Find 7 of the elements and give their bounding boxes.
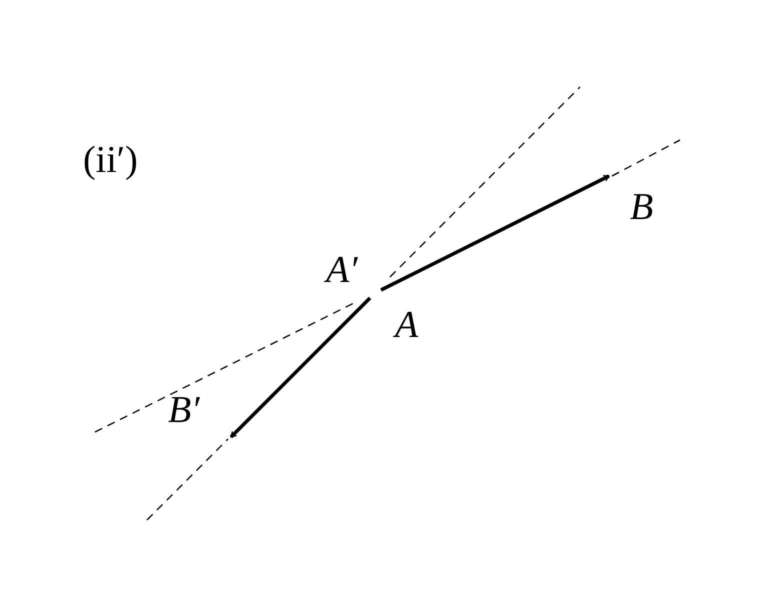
point-label: B′ — [168, 390, 232, 438]
point-label: A′ — [326, 250, 371, 298]
point-label: A — [379, 288, 418, 345]
point-label: B — [608, 175, 654, 227]
vector-arrow — [230, 296, 372, 438]
panel-label: (ii′) — [83, 140, 138, 180]
vector-arrow — [380, 174, 610, 292]
